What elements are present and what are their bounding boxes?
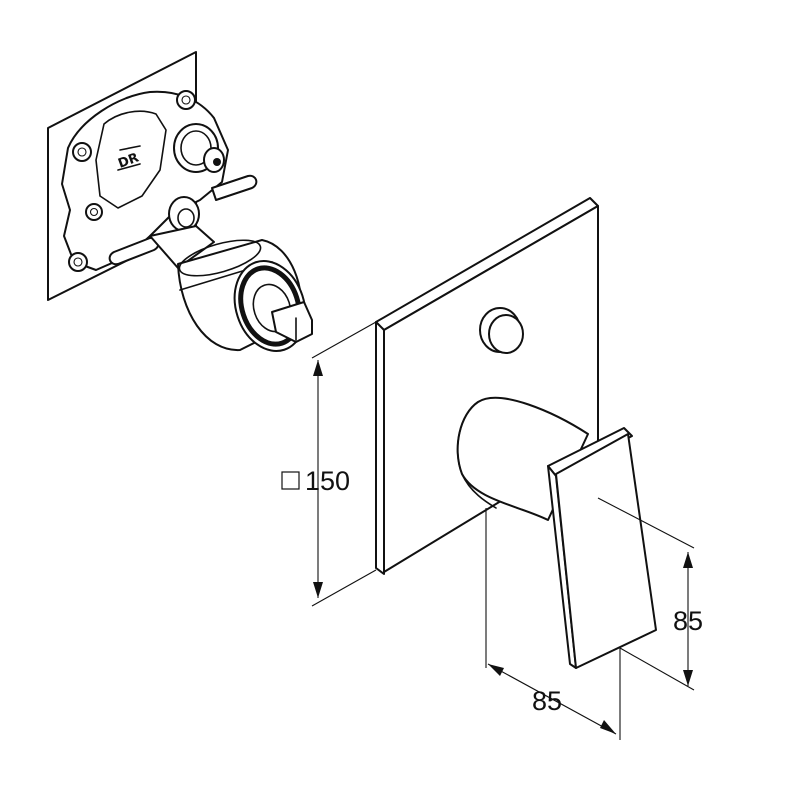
plate-size-dimension: 150: [281, 466, 350, 496]
svg-text:DR: DR: [116, 151, 141, 172]
plate-size-label: 150: [305, 466, 350, 496]
mixer-lever[interactable]: [456, 396, 657, 669]
valve-cartridge: [177, 239, 313, 352]
lever-height-label: 85: [673, 606, 703, 636]
concealed-valve-body: DR: [47, 51, 258, 301]
diverter-button[interactable]: [479, 307, 524, 354]
lever-depth-label: 85: [532, 686, 562, 716]
square-symbol-icon: [281, 471, 300, 490]
dimension-lines: [311, 321, 695, 740]
